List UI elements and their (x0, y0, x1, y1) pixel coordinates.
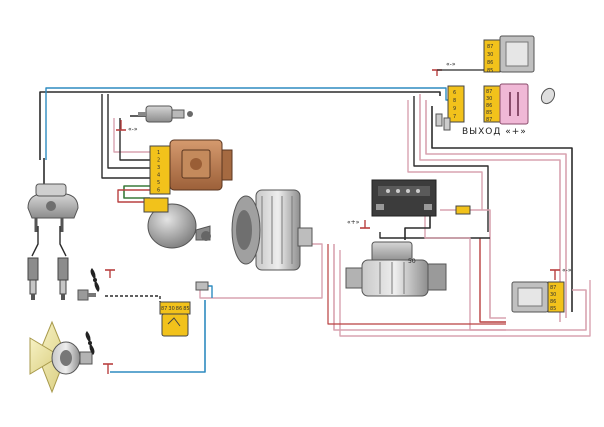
ignition-module-pin-1: 2 (157, 158, 160, 164)
ground-symbol-battery (360, 220, 370, 229)
wire-bottom-loop-a (333, 244, 587, 331)
relay-top-pin-3: 85 (487, 68, 493, 74)
ground-symbol-sensor (105, 269, 115, 278)
relay-bottom-pin-1: 30 (550, 292, 556, 298)
fan-relay-pin-3: 85 (183, 306, 189, 312)
idle-air-sensor (138, 105, 193, 123)
fan-relay-pin-1: 30 (168, 306, 174, 312)
spark-plugs (27, 257, 69, 300)
relay-pink-contact-0: 6 (453, 90, 456, 96)
relay-top-pin-1: 30 (487, 52, 493, 58)
ignition-coil (143, 197, 211, 249)
starter-motor (345, 241, 447, 297)
temp-sensor (77, 289, 96, 301)
relay-pink-contact-3: 7 (453, 114, 456, 120)
relay-pink-pin-1: 30 (486, 96, 492, 102)
spark-plug-2 (57, 257, 69, 300)
relay-bottom-pin-0: 87 (550, 285, 556, 291)
wire-right-pink-3 (407, 100, 483, 210)
minus-label-a: «-» (128, 126, 138, 133)
ignition-switch-module: 1 23 45 6 (149, 139, 233, 195)
battery-fuse (455, 205, 471, 215)
fan-relay-pin-2: 86 (176, 306, 182, 312)
relay-pink-contact-2: 9 (453, 106, 456, 112)
wire-right-pink-2 (425, 100, 567, 318)
wire-right-dark (431, 106, 573, 312)
wire-right-pink-1 (419, 94, 561, 322)
wire-plug-2 (59, 226, 67, 257)
wire-dist-red (117, 189, 150, 203)
relay-top-pin-2: 86 (487, 60, 493, 66)
main-relay-top: 87 30 86 85 (483, 35, 535, 74)
ground-symbol-bottom-right (550, 269, 560, 280)
ignition-module-pin-5: 6 (157, 188, 160, 194)
wire-harness (31, 87, 591, 373)
ignition-module-pin-4: 5 (157, 180, 160, 186)
ignition-module-pin-3: 4 (157, 173, 160, 179)
pink-relay-ground-connectors (435, 113, 451, 131)
relay-top-pin-0: 87 (487, 44, 493, 50)
ground-symbol-top-a (116, 120, 126, 131)
wire-bottom-loop-b (339, 250, 591, 337)
wire-left-dark-2 (101, 94, 150, 179)
wire-dist-green (123, 185, 150, 199)
radiator-fan (29, 320, 93, 394)
wire-right-dark-b (413, 96, 489, 232)
wire-left-dark-3 (107, 94, 150, 169)
ignition-module-pin-0: 1 (157, 150, 160, 156)
relay-bottom-pin-2: 86 (550, 299, 556, 305)
battery (371, 179, 437, 217)
wire-battery-dark (379, 232, 490, 239)
fan-thermo-switch (195, 281, 209, 291)
wire-battery-red (479, 238, 506, 323)
relay-pink-pin-3: 85 (486, 110, 492, 116)
wire-bottom-loop-c (327, 244, 506, 325)
relay-pink-contact-1: 8 (453, 98, 456, 104)
ignition-module-pin-2: 3 (157, 165, 160, 171)
fan-icon-large (85, 331, 95, 355)
output-plus-label: ВЫХОД «+» (462, 127, 527, 137)
alternator (231, 189, 313, 271)
wire-fan-relay-blue (110, 300, 206, 373)
minus-label-bottom-right: «-» (562, 267, 572, 274)
wire-plug-1 (31, 226, 39, 257)
spark-plug-1 (27, 257, 39, 300)
ground-symbol-top-right (432, 69, 484, 76)
minus-label-top-right: «-» (446, 61, 456, 68)
relay-bottom-pin-3: 85 (550, 306, 556, 312)
wire-left-pink (113, 118, 150, 153)
relay-pink-pin-0: 87 (486, 89, 492, 95)
wire-starter-top (404, 216, 431, 240)
ground-symbol-fan (103, 363, 113, 374)
wire-alt-out (199, 243, 323, 299)
starter-terminal-50: 50 (408, 258, 416, 265)
fan-icon-small (90, 268, 100, 292)
wire-fan-relay-top (105, 295, 161, 302)
plus-label-battery: «+» (347, 219, 360, 226)
relay-pink-pin-2: 86 (486, 103, 492, 109)
wire-top-blue (45, 87, 452, 160)
wire-top-dark (39, 91, 441, 160)
wire-battery-plus (440, 209, 506, 319)
wire-left-dark-4 (119, 118, 150, 161)
relay-pink-pin-4: 87 (486, 117, 492, 123)
ignition-distributor (27, 183, 79, 232)
fan-relay-pin-0: 87 (161, 306, 167, 312)
